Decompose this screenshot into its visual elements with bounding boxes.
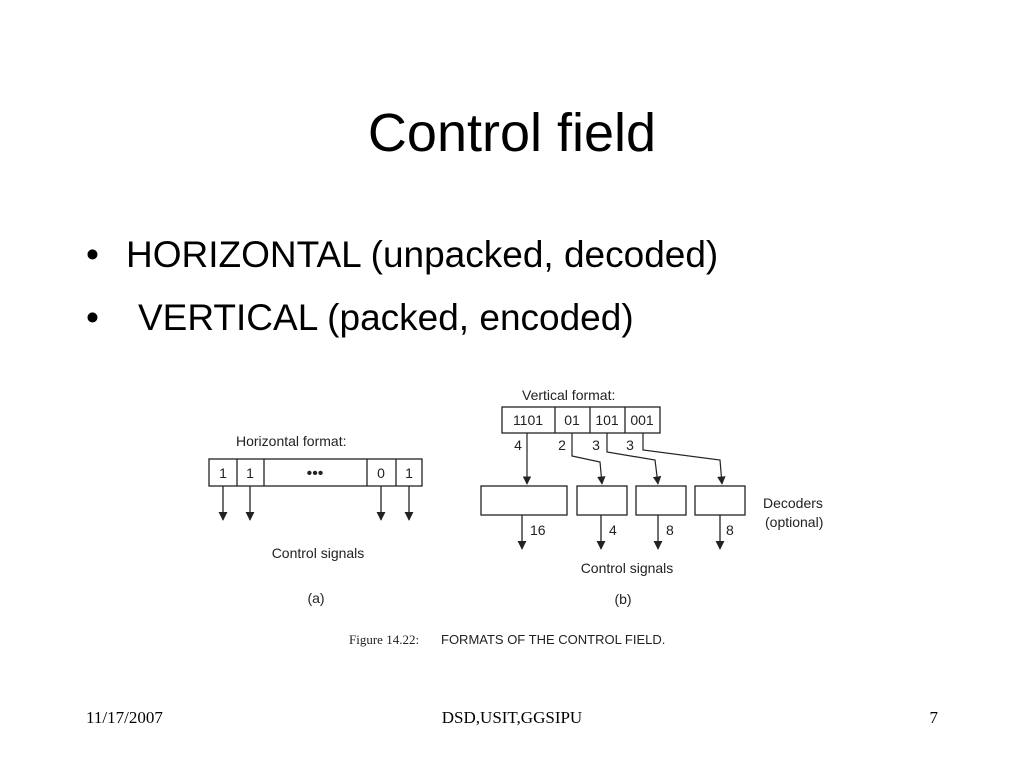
field-width-label: 3 [592,437,600,453]
footer-date: 11/17/2007 [86,708,163,727]
horizontal-bit: 1 [246,465,254,481]
figure-caption: FORMATS OF THE CONTROL FIELD. [441,632,665,647]
vertical-field: 1101 [513,412,543,428]
footer-page-number: 7 [929,708,939,727]
horizontal-signal-arrows [218,486,414,521]
decoder-output-count: 8 [726,522,734,538]
vertical-sub-label: (b) [614,591,631,607]
bullet-icon: • [86,297,99,338]
vertical-register [501,406,661,434]
bullet-item: • VERTICAL (packed, encoded) [86,291,718,354]
slide-title: Control field [367,103,657,163]
bullet-icon: • [86,234,99,275]
decoder-boxes [480,485,746,516]
bullet-text: VERTICAL (packed, encoded) [138,297,634,338]
bullet-item: • HORIZONTAL (unpacked, decoded) [86,228,718,291]
decoders-optional-label: (optional) [765,514,823,530]
horizontal-bit: 1 [219,465,227,481]
field-width-label: 3 [626,437,634,453]
vertical-control-signals-label: Control signals [581,560,674,576]
field-width-label: 2 [558,437,566,453]
vertical-format-label: Vertical format: [522,387,615,403]
horizontal-bit: 0 [377,465,385,481]
bullet-text: HORIZONTAL (unpacked, decoded) [126,234,719,275]
field-to-decoder-arrows [522,433,726,485]
field-width-label: 4 [514,437,522,453]
footer-organization: DSD,USIT,GGSIPU [441,708,583,727]
vertical-field: 001 [630,412,654,428]
bullet-list: • HORIZONTAL (unpacked, decoded) • VERTI… [86,228,718,354]
decoders-label: Decoders [763,495,823,511]
horizontal-ellipsis: ••• [307,465,324,482]
vertical-field: 01 [564,412,580,428]
decoder-output-count: 16 [530,522,546,538]
horizontal-control-signals-label: Control signals [272,545,365,561]
horizontal-format-label: Horizontal format: [236,433,346,449]
decoder-output-count: 4 [609,522,617,538]
figure-caption-prefix: Figure 14.22: [349,632,419,647]
decoder-output-count: 8 [666,522,674,538]
horizontal-sub-label: (a) [307,590,324,606]
horizontal-bit: 1 [405,465,413,481]
horizontal-register [208,458,423,487]
decoder-output-arrows [517,515,725,550]
vertical-field: 101 [595,412,619,428]
